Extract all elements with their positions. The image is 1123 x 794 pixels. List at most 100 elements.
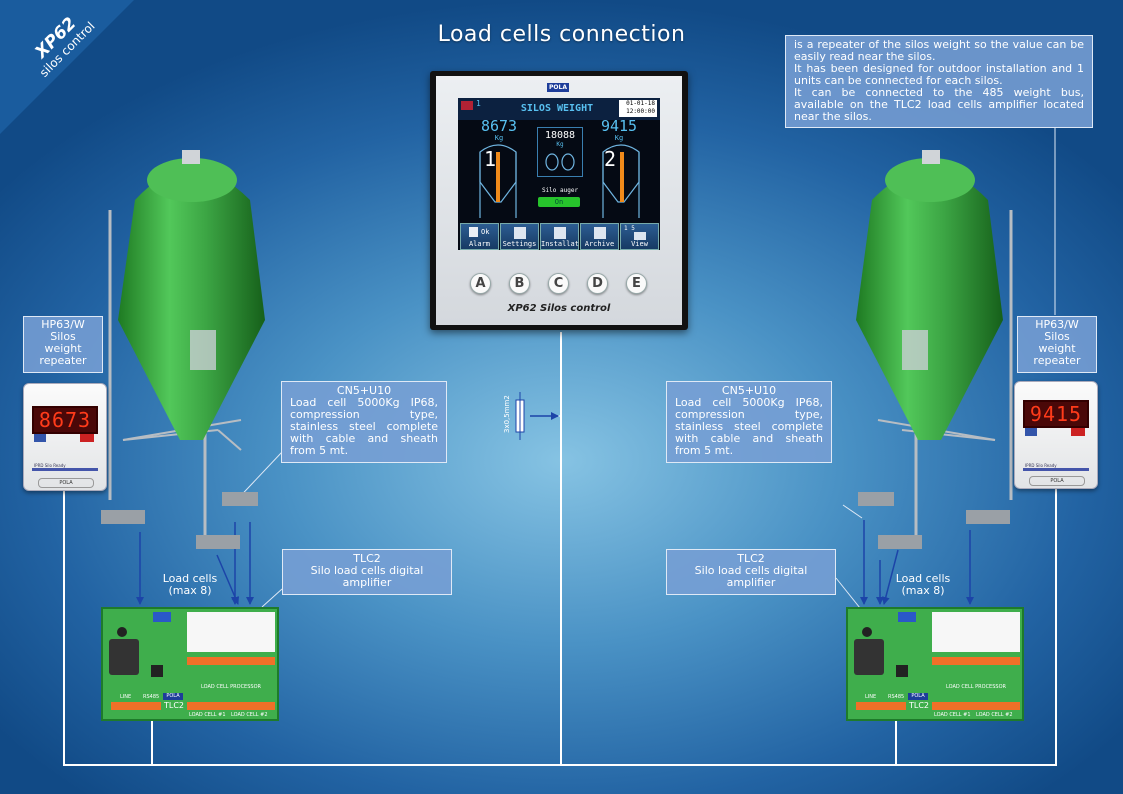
key-b-button[interactable]: B xyxy=(509,273,530,294)
screen-title: SILOS WEIGHT xyxy=(520,103,594,114)
cable-icon xyxy=(515,392,525,440)
repeater-note-line-1: is a repeater of the silos weight so the… xyxy=(794,38,1084,63)
right-loadcells-label-line-2: (max 8) xyxy=(901,584,945,597)
silo1-unit: Kg xyxy=(494,134,504,142)
left-repeater-line-3: repeater xyxy=(39,354,87,367)
left-board-processor-label: LOAD CELL PROCESSOR xyxy=(201,684,261,690)
left-tlc2-box: TLC2 Silo load cells digital amplifier xyxy=(282,549,452,595)
right-board-line-label: LINE xyxy=(865,694,877,700)
screen-silo-graphics xyxy=(479,144,640,218)
left-repeater-title: HP63/W xyxy=(41,318,85,331)
right-board-terminals-cells xyxy=(932,702,1020,710)
right-board-rs485-label: RS485 xyxy=(888,694,905,700)
silo1-number: 1 xyxy=(484,147,497,171)
left-loadcell-title: CN5+U10 xyxy=(336,384,392,397)
softkey-alarm-label: Alarm xyxy=(468,240,491,248)
key-e-button[interactable]: E xyxy=(626,273,647,294)
right-repeater-title: HP63/W xyxy=(1035,318,1079,331)
total-weight-box: 18088 Kg xyxy=(537,127,583,177)
left-tlc2-line-2: amplifier xyxy=(342,576,392,589)
left-repeater-logo: POLA xyxy=(38,478,94,488)
left-board-terminals-power xyxy=(111,702,161,710)
repeater-note-line-3: It can be connected to the 485 weight bu… xyxy=(794,86,1084,123)
left-repeater-stripe xyxy=(32,468,98,471)
right-repeater-display: 9415 xyxy=(1023,400,1089,428)
right-board-cell1-label: LOAD CELL #1 xyxy=(934,712,971,718)
right-repeater-line-3: repeater xyxy=(1033,354,1081,367)
softkey-installation-label: Installat xyxy=(541,240,579,248)
key-d-button[interactable]: D xyxy=(587,273,608,294)
right-board-chip xyxy=(896,665,908,677)
left-board-logo: POLA xyxy=(163,693,183,700)
softkey-installation[interactable]: Installat xyxy=(540,223,579,250)
left-board-terminals-cells xyxy=(187,702,275,710)
left-board-line-label: LINE xyxy=(120,694,132,700)
left-repeater-display: 8673 xyxy=(32,406,98,434)
key-a-button[interactable]: A xyxy=(470,273,491,294)
right-board-label-plate xyxy=(932,612,1020,652)
right-board-terminals-top xyxy=(932,657,1020,665)
softkey-alarm[interactable]: Ok Alarm xyxy=(460,223,499,250)
right-tlc2-title: TLC2 xyxy=(737,552,765,565)
left-board-dip-switch xyxy=(153,612,171,622)
right-board-capacitor-icon xyxy=(862,627,872,637)
flag-icon xyxy=(461,101,473,110)
softkey-settings[interactable]: Settings xyxy=(500,223,539,250)
left-board-label-plate xyxy=(187,612,275,652)
left-loadcell-box: CN5+U10 Load cell 5000Kg IP68, compressi… xyxy=(281,381,447,463)
signal-arrows xyxy=(136,412,974,605)
right-repeater-small-text: IPRD Silo Ready xyxy=(1025,463,1057,468)
screen-header-index: 1 xyxy=(476,99,481,108)
right-tlc2-box: TLC2 Silo load cells digital amplifier xyxy=(666,549,836,595)
alarm-status: Ok xyxy=(481,228,490,236)
left-repeater-led-icon xyxy=(34,434,46,442)
silo2-weight: 9415 xyxy=(600,117,638,135)
right-repeater-logo: POLA xyxy=(1029,476,1085,486)
screen-date: 01-01-18 xyxy=(626,100,655,107)
silo2-unit: Kg xyxy=(614,134,624,142)
right-board-processor-label: LOAD CELL PROCESSOR xyxy=(946,684,1006,690)
left-tlc2-board: LOAD CELL PROCESSOR LINE RS485 POLA TLC2… xyxy=(101,607,279,721)
key-c-button[interactable]: C xyxy=(548,273,569,294)
view-icon xyxy=(634,232,646,240)
bus-wiring xyxy=(63,332,1057,766)
right-loadcell-title: CN5+U10 xyxy=(721,384,777,397)
view-page-numbers: 1 5 xyxy=(624,225,635,232)
right-loadcell-text: Load cell 5000Kg IP68, compression type,… xyxy=(675,396,823,457)
left-repeater-button-icon[interactable] xyxy=(80,434,94,442)
right-repeater-line-1: Silos xyxy=(1044,330,1070,343)
left-loadcells-label-line-2: (max 8) xyxy=(168,584,212,597)
left-tlc2-line-1: Silo load cells digital xyxy=(310,564,424,577)
right-loadcell-box: CN5+U10 Load cell 5000Kg IP68, compressi… xyxy=(666,381,832,463)
speaker-icon xyxy=(469,227,478,237)
right-board-dip-switch xyxy=(898,612,916,622)
left-loadcell-text: Load cell 5000Kg IP68, compression type,… xyxy=(290,396,438,457)
right-repeater-button-icon[interactable] xyxy=(1071,428,1085,436)
right-tlc2-line-2: amplifier xyxy=(726,576,776,589)
total-unit: Kg xyxy=(556,141,564,148)
left-board-capacitor-icon xyxy=(117,627,127,637)
controller-logo: POLA xyxy=(547,83,569,92)
installation-icon xyxy=(554,227,566,239)
left-board-terminals-top xyxy=(187,657,275,665)
right-repeater-stripe xyxy=(1023,468,1089,471)
left-repeater-line-2: weight xyxy=(44,342,82,355)
softkey-settings-label: Settings xyxy=(502,240,537,248)
silo1-weight: 8673 xyxy=(480,117,518,135)
silo-left xyxy=(101,150,265,549)
screen-clock: 01-01-18 12:00:00 xyxy=(619,100,657,117)
right-board-terminals-power xyxy=(856,702,906,710)
cable-spec-label: 3x0,5mm2 xyxy=(503,395,511,433)
softkey-archive[interactable]: Archive xyxy=(580,223,619,250)
softkey-view[interactable]: 1 5 View xyxy=(620,223,659,250)
repeater-note: is a repeater of the silos weight so the… xyxy=(785,35,1093,128)
right-board-transformer xyxy=(854,639,884,675)
right-loadcells-label: Load cells (max 8) xyxy=(888,573,958,597)
left-board-rs485-label: RS485 xyxy=(143,694,160,700)
right-board-model: TLC2 xyxy=(908,701,930,710)
repeater-note-line-2: It has been designed for outdoor install… xyxy=(794,62,1084,87)
right-tlc2-line-1: Silo load cells digital xyxy=(694,564,808,577)
left-loadcells-label-line-1: Load cells xyxy=(162,572,218,585)
